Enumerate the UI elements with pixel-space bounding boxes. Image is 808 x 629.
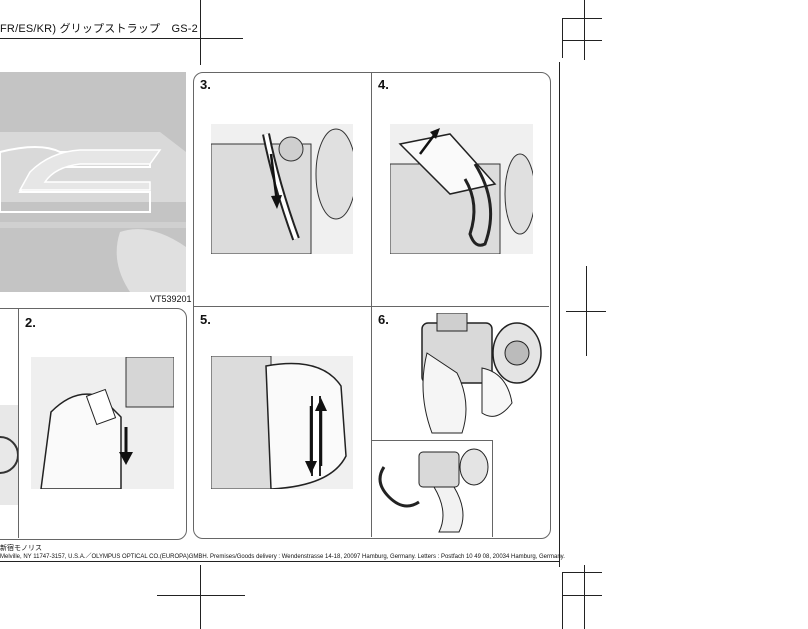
step-5-number: 5.: [200, 312, 211, 327]
crop-mark-bottom-right-v1: [562, 572, 563, 629]
panel-step-2-divider: [18, 309, 19, 538]
step-4-illustration: [390, 124, 533, 254]
step-3-illustration: [211, 124, 353, 254]
step-6-inner-h-divider: [372, 440, 492, 441]
step-2-number: 2.: [25, 315, 36, 330]
crop-mark-bottom-right-h2: [562, 595, 602, 596]
step-6-number: 6.: [378, 312, 389, 327]
crop-mark-top-right-h1: [562, 18, 602, 19]
cover-graphic: [0, 72, 186, 292]
crop-mark-top-right-v1: [562, 18, 563, 58]
step-6-illustration-hand: [412, 313, 544, 439]
crop-mark-bottom-vertical: [200, 565, 201, 629]
crop-mark-right-vertical: [586, 266, 587, 356]
step-6-illustration-neckstrap: [374, 442, 491, 536]
step-5-illustration: [211, 356, 353, 489]
step-2-illustration: [31, 357, 174, 489]
crop-mark-top-right-h2: [562, 40, 602, 41]
step-4-number: 4.: [378, 77, 389, 92]
crop-mark-bottom-right-v2: [584, 565, 585, 629]
step-1-illustration-partial: [0, 405, 18, 505]
header-title: FR/ES/KR) グリップストラップ GS-2: [0, 23, 198, 35]
product-code: VT539201: [150, 294, 192, 304]
step-6-inner-v-divider: [492, 440, 493, 537]
crop-mark-top-right-v2: [584, 0, 585, 60]
footer-address-line-1: 新宿モノリス: [0, 545, 42, 552]
crop-mark-top-vertical-1: [200, 0, 201, 65]
panel-vertical-divider: [371, 73, 372, 537]
crop-mark-bottom-horizontal: [157, 595, 245, 596]
footer-rule: [0, 561, 560, 562]
panel-horizontal-divider: [194, 306, 549, 307]
trim-line-right: [559, 62, 560, 567]
crop-mark-bottom-right-h1: [562, 572, 602, 573]
step-3-number: 3.: [200, 77, 211, 92]
footer-address-line-2: Melville, NY 11747-3157, U.S.A.／OLYMPUS …: [0, 554, 565, 560]
crop-mark-top-horizontal: [0, 38, 243, 39]
